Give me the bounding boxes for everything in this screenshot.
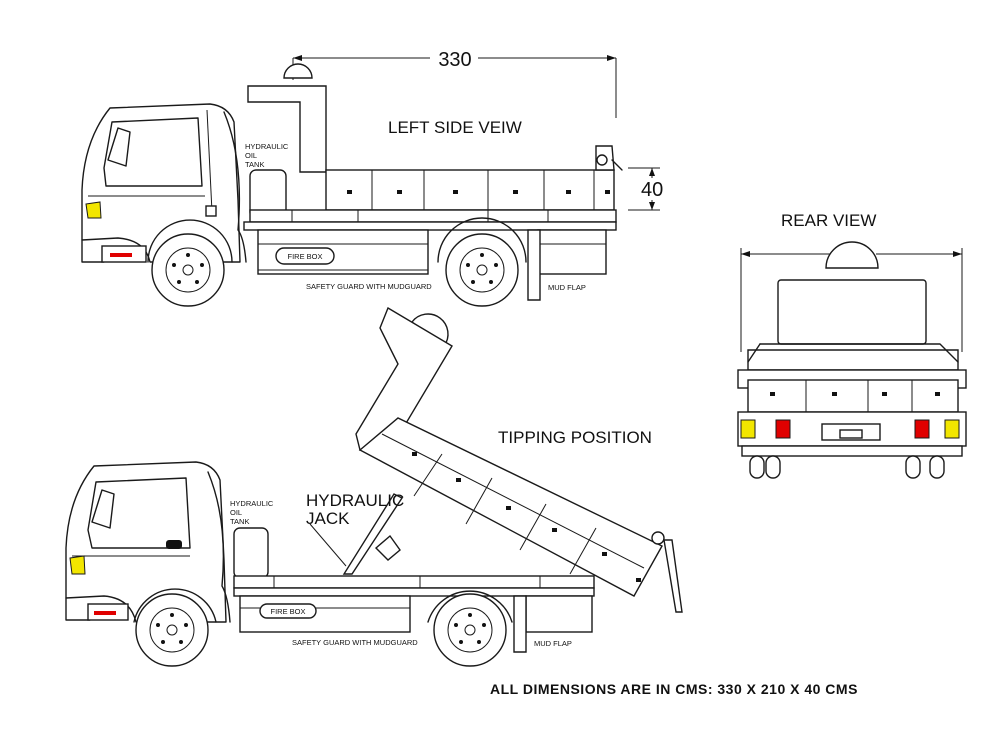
oil-tank-label-1: HYDRAULIC (245, 142, 289, 151)
oil-tank-label-3: TANK (245, 160, 264, 169)
rear-tail-light-left (775, 419, 791, 439)
fire-box-label: FIRE BOX (287, 252, 322, 261)
oil-tank-label-2: OIL (245, 151, 257, 160)
left-side-view: 330 LEFT SIDE VEIW HYDRAULIC OIL TANK (81, 49, 663, 307)
tipper-body-tilted (355, 306, 683, 613)
front-red-reflector (110, 253, 132, 257)
front-wheel-side (147, 219, 233, 307)
cab-tipping: HYDRAULIC OIL TANK (65, 461, 274, 623)
oil-tank-label-tipping-3: TANK (230, 517, 249, 526)
rear-tail-light-right (914, 419, 930, 439)
safety-guard-label-tipping: SAFETY GUARD WITH MUDGUARD (292, 638, 418, 647)
front-wheel-tipping (133, 588, 217, 667)
front-red-reflector-tipping (94, 611, 116, 615)
hydraulic-jack-label-2: JACK (306, 509, 350, 528)
left-side-view-title: LEFT SIDE VEIW (388, 118, 522, 137)
mud-flap-label-tipping: MUD FLAP (534, 639, 572, 648)
rear-view: REAR VIEW 210 (737, 211, 967, 479)
rear-wheel-tipping (427, 590, 513, 667)
side-guard-tipping: FIRE BOX SAFETY GUARD WITH MUDGUARD MUD … (239, 595, 593, 653)
oil-tank-label-tipping-2: OIL (230, 508, 242, 517)
dimensions-footnote: ALL DIMENSIONS ARE IN CMS: 330 X 210 X 4… (490, 681, 858, 697)
tipper-body-side (243, 145, 623, 231)
length-dimension-value: 330 (438, 49, 471, 71)
tipping-position-title: TIPPING POSITION (498, 428, 652, 447)
mud-flap-label: MUD FLAP (548, 283, 586, 292)
fire-box-label-tipping: FIRE BOX (270, 607, 305, 616)
height-dimension-value: 40 (641, 179, 663, 201)
hydraulic-oil-tank: HYDRAULIC OIL TANK (245, 63, 327, 219)
rear-view-title: REAR VIEW (781, 211, 876, 230)
side-guard: FIRE BOX SAFETY GUARD WITH MUDGUARD MUD … (257, 229, 607, 301)
height-dimension: 40 (628, 167, 663, 211)
front-indicator-amber-tipping (69, 555, 86, 575)
length-dimension: 330 (292, 49, 617, 118)
hydraulic-jack-label-1: HYDRAULIC (306, 491, 404, 510)
tipping-view: TIPPING POSITION HYDRAULIC OIL TANK (65, 306, 683, 667)
safety-guard-label: SAFETY GUARD WITH MUDGUARD (306, 282, 432, 291)
rear-indicator-left (740, 419, 756, 439)
cab-side (81, 103, 247, 263)
oil-tank-label-tipping-1: HYDRAULIC (230, 499, 274, 508)
rear-indicator-right (944, 419, 960, 439)
hydraulic-jack: HYDRAULIC JACK (306, 491, 404, 575)
front-indicator-amber (85, 201, 102, 219)
rear-wheel-side (437, 217, 527, 307)
